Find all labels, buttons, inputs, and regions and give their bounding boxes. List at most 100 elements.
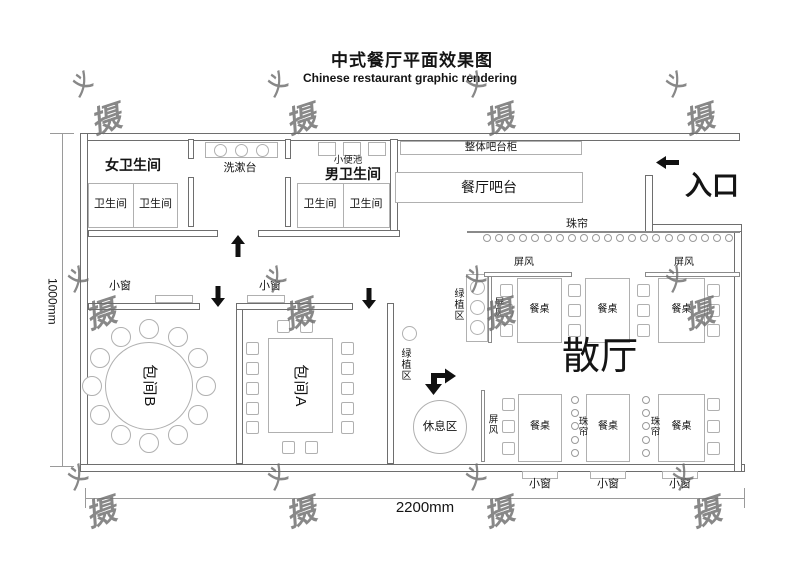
rest-area-label: 休息区 [422, 421, 458, 433]
wall-top [84, 133, 740, 141]
wall-pier [188, 139, 194, 159]
bead-curtain-label: 珠帘 [566, 218, 588, 230]
page-title: 中式餐厅平面效果图 [331, 51, 493, 70]
screen-row1-vertical [488, 272, 492, 343]
rest-area-circle [413, 400, 467, 454]
men-restroom-label: 男卫生间 [325, 166, 381, 182]
chair [188, 404, 209, 425]
chair [568, 284, 581, 297]
dining-table-label: 餐桌 [529, 304, 550, 315]
dim-tick [50, 466, 74, 467]
chair [341, 362, 354, 375]
bar-cabinet-label: 整体吧台柜 [464, 141, 518, 153]
bead [571, 409, 579, 418]
screen-row2-vertical [481, 390, 485, 462]
bead [652, 234, 661, 242]
roomB-label: 包间B [140, 364, 158, 408]
green-area-label: 绿植区 [452, 288, 463, 321]
chair [246, 402, 259, 415]
chair [500, 284, 513, 297]
dim-tick [50, 133, 74, 134]
chair [707, 442, 720, 455]
wall-right [734, 224, 742, 472]
sink-circle [235, 144, 248, 157]
arrow-down-icon [211, 286, 225, 307]
chair [707, 324, 720, 337]
arrow-down-icon [362, 288, 376, 309]
dim-tick [85, 488, 86, 508]
bar-counter-label: 餐厅吧台 [461, 179, 517, 195]
dining-table [518, 394, 562, 462]
watermark-stamp: 义摄 [59, 263, 121, 337]
bead [676, 234, 685, 242]
chair [89, 347, 110, 368]
chair [341, 421, 354, 434]
bead [642, 435, 650, 444]
bead [642, 448, 650, 457]
bead-curtain-label: 珠帘 [576, 416, 588, 437]
small-window-label: 小窗 [529, 478, 551, 490]
chair [502, 442, 515, 455]
dim-line-bottom [85, 498, 745, 499]
dim-tick [744, 488, 745, 508]
bead [604, 234, 612, 242]
chair [277, 320, 290, 333]
small-window [662, 471, 698, 479]
chair [82, 376, 102, 396]
chair [246, 362, 259, 375]
bead [571, 396, 579, 404]
small-window-label: 小窗 [669, 478, 691, 490]
chair [282, 441, 295, 454]
dining-table-label: 餐桌 [530, 421, 550, 432]
screen-row1-right [645, 272, 740, 277]
bead [725, 234, 733, 242]
open-hall-label: 散厅 [561, 336, 638, 378]
chair [637, 324, 650, 337]
entrance-arrow-icon [656, 156, 679, 169]
sink-circle [256, 144, 269, 157]
bead [642, 396, 650, 404]
screen-label: 屏风 [514, 257, 534, 268]
small-window-label: 小窗 [259, 280, 281, 292]
chair [341, 382, 354, 395]
wall-roomAB-divider [236, 303, 243, 464]
bead [495, 234, 504, 242]
elbow-arrow-icon [425, 368, 456, 395]
chair [500, 304, 513, 317]
chair [637, 304, 650, 317]
page-subtitle: Chinese restaurant graphic rendering [302, 71, 518, 85]
plant-circle [469, 280, 485, 295]
dining-table [586, 394, 630, 462]
dim-height-label: 1000mm [45, 277, 60, 325]
small-window [155, 295, 193, 303]
bead [700, 234, 709, 242]
bar-counter [395, 172, 583, 203]
wall-corridor-left [88, 230, 218, 237]
dining-table-label: 餐桌 [598, 421, 618, 432]
bead-curtain-line [467, 231, 740, 233]
toilet-stall-label: 卫生间 [349, 198, 383, 210]
bead [642, 409, 650, 418]
bead [571, 448, 579, 457]
bead [483, 234, 491, 242]
bead [531, 234, 540, 242]
chair [305, 441, 318, 454]
wall-pier [285, 139, 291, 159]
bead [616, 234, 625, 242]
wall-roomB-top [88, 303, 200, 310]
wall-roomA-right [387, 303, 394, 464]
bead [519, 234, 528, 242]
urinal [318, 142, 336, 156]
small-window [590, 471, 626, 479]
bead [579, 234, 588, 242]
chair [707, 398, 720, 411]
chair [707, 304, 720, 317]
screen-label: 屏风 [492, 297, 504, 318]
washstand-label: 洗漱台 [223, 162, 257, 174]
chair [500, 324, 513, 337]
chair [341, 342, 354, 355]
chair [167, 326, 188, 347]
bead [571, 422, 579, 431]
bead [567, 234, 576, 242]
dim-width-label: 2200mm [395, 499, 455, 516]
